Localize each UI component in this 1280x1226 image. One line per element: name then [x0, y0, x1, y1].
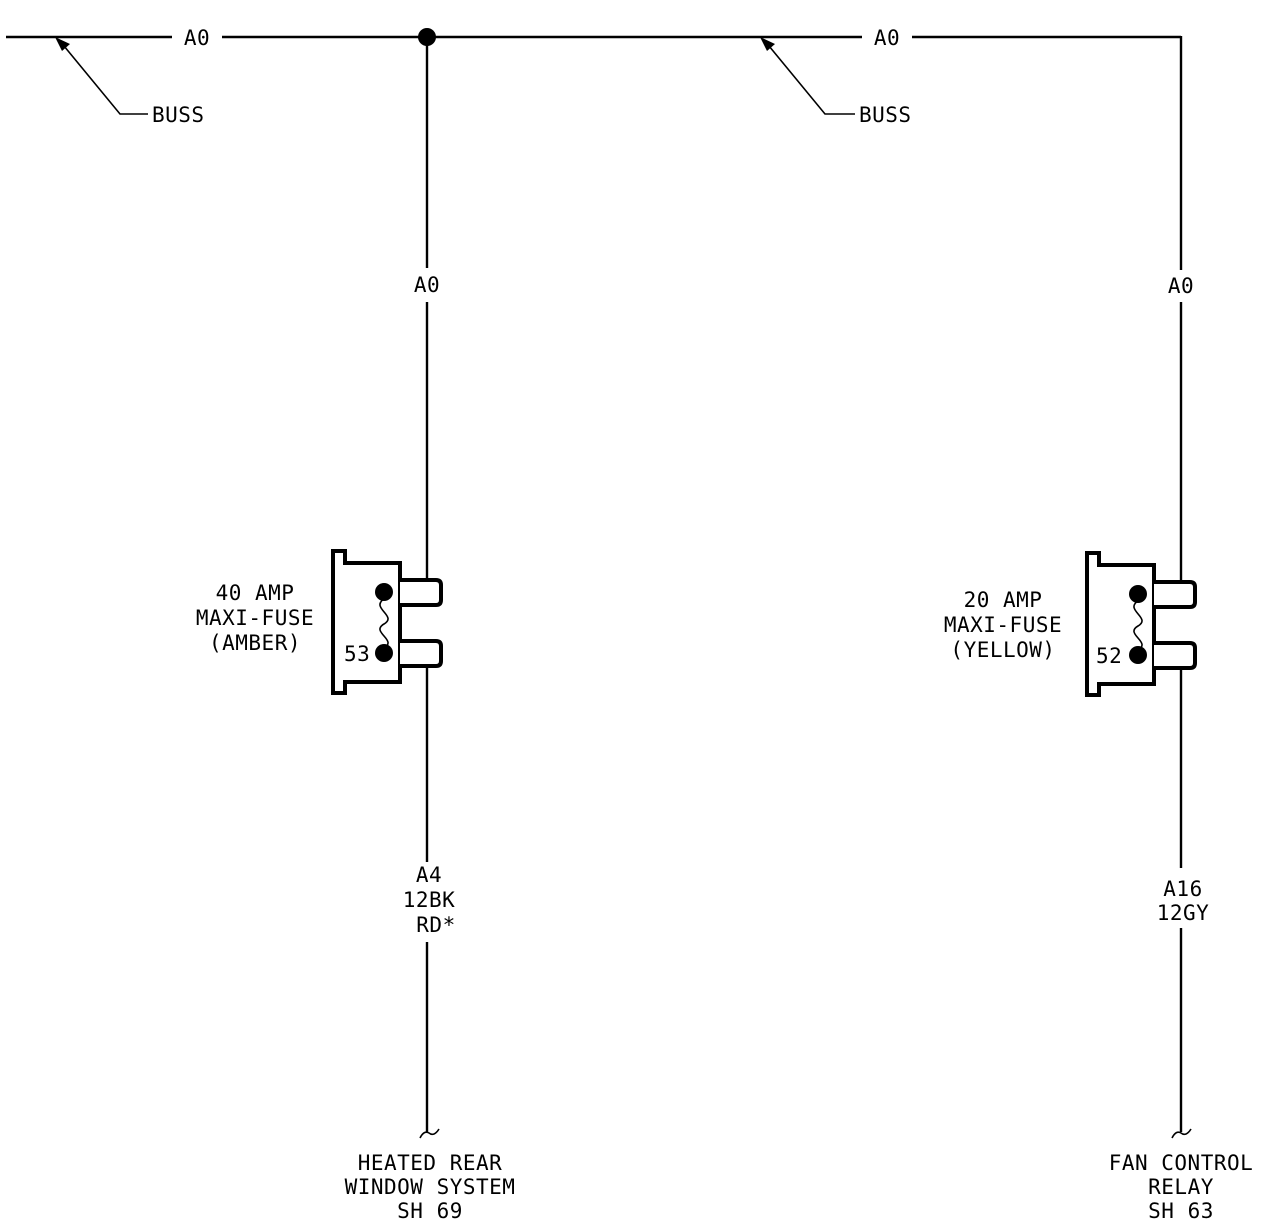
- right-destination-line1: FAN CONTROL: [1109, 1151, 1254, 1175]
- left-fuse-rating: 40 AMP: [216, 581, 295, 605]
- left-maxi-fuse: [331, 549, 443, 695]
- right-fuse-color: (YELLOW): [950, 638, 1055, 662]
- right-destination-line3: SH 63: [1148, 1199, 1214, 1223]
- bus-wire-label-left: A0: [184, 26, 210, 50]
- left-fuse-type: MAXI-FUSE: [196, 606, 314, 630]
- left-continuation-mark: [419, 1128, 440, 1139]
- left-wire-bottom-tracer: RD*: [416, 913, 455, 937]
- left-destination-line3: SH 69: [397, 1199, 463, 1223]
- right-continuation-mark: [1171, 1128, 1192, 1139]
- bus-wire-label-right: A0: [874, 26, 900, 50]
- bus-line: [6, 35, 1183, 270]
- right-wire-bottom-id: A16: [1163, 877, 1202, 901]
- left-fuse-cavity: 53: [344, 642, 370, 666]
- buss-leader-right: [760, 37, 855, 115]
- right-fuse-cavity: 52: [1096, 644, 1122, 668]
- buss-label-right: BUSS: [859, 103, 912, 127]
- right-destination-line2: RELAY: [1148, 1175, 1214, 1199]
- right-maxi-fuse: [1085, 551, 1197, 697]
- right-wire-bottom-gauge: 12GY: [1157, 901, 1210, 925]
- buss-label-left: BUSS: [152, 103, 205, 127]
- left-destination-line1: HEATED REAR: [358, 1151, 503, 1175]
- right-wire-top-label: A0: [1168, 274, 1194, 298]
- left-fuse-color: (AMBER): [209, 631, 301, 655]
- right-fuse-rating: 20 AMP: [964, 588, 1043, 612]
- left-wire-bottom-gauge: 12BK: [403, 888, 456, 912]
- right-fuse-type: MAXI-FUSE: [944, 613, 1062, 637]
- left-destination-line2: WINDOW SYSTEM: [345, 1175, 516, 1199]
- left-wire-bottom-id: A4: [416, 863, 442, 887]
- left-wire-top-label: A0: [414, 273, 440, 297]
- buss-leader-left: [55, 37, 148, 115]
